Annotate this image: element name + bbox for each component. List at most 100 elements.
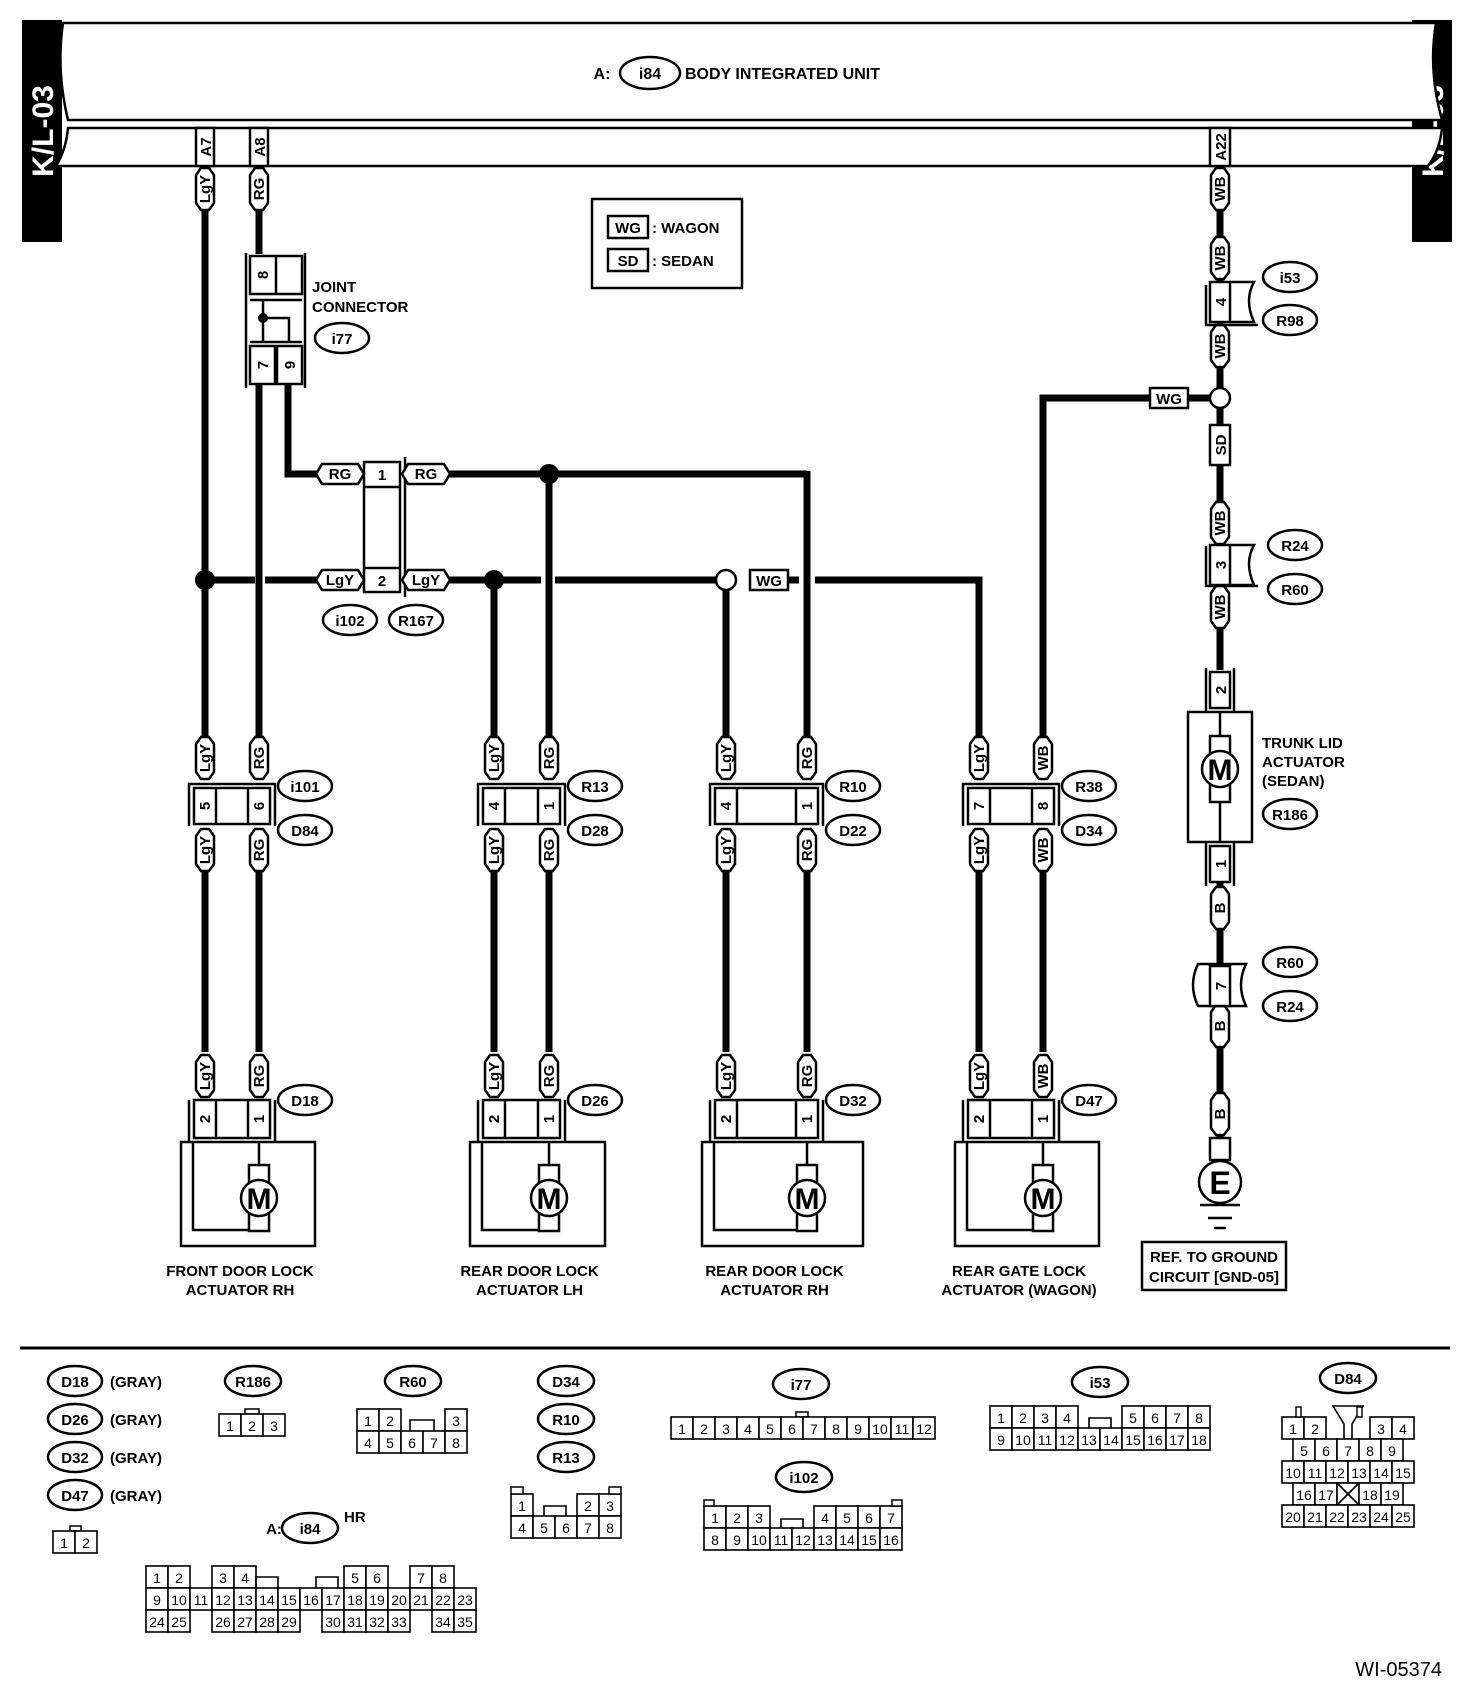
pin-label: 1 — [251, 1115, 268, 1123]
wire-color-label: LgY — [486, 744, 503, 772]
connector-code[interactable]: D18 — [61, 1374, 89, 1391]
connector-code[interactable]: R24 — [1281, 538, 1309, 555]
wire-color-label: WB — [1212, 333, 1229, 358]
connector-code[interactable]: R60 — [1276, 955, 1304, 972]
pin-number: 13 — [1081, 1432, 1097, 1448]
pin-number: 16 — [883, 1532, 899, 1548]
pin-label: 2 — [971, 1115, 988, 1123]
connector-code[interactable]: D18 — [291, 1093, 319, 1110]
connector-code[interactable]: i102 — [335, 613, 364, 630]
ground-e-icon: E — [1209, 1165, 1230, 1201]
sd-tag-label: SD — [1213, 434, 1230, 455]
wire-color-label: RG — [251, 747, 268, 770]
pin-number: 20 — [1285, 1509, 1301, 1525]
pin-number: 12 — [1329, 1465, 1345, 1481]
pin-number: 26 — [215, 1614, 231, 1630]
connector-code[interactable]: R24 — [1276, 999, 1304, 1016]
connector-code[interactable]: D22 — [839, 823, 867, 840]
pin-number: 12 — [1059, 1432, 1075, 1448]
wire-color-tag: LgY — [194, 827, 216, 873]
pin-number: 5 — [386, 1435, 394, 1451]
pin-number: 7 — [1344, 1443, 1352, 1459]
wire-color-label: WB — [1212, 594, 1229, 619]
pin-number: 12 — [215, 1592, 231, 1608]
wire-color-label: WB — [1035, 745, 1052, 770]
wire-color-label: LgY — [197, 836, 214, 864]
pin-number: 6 — [408, 1435, 416, 1451]
wire-color-tag: RG — [400, 462, 452, 486]
connector-code[interactable]: R186 — [235, 1374, 271, 1391]
connector-code[interactable]: D28 — [581, 823, 609, 840]
connector-code[interactable]: D84 — [1334, 1371, 1362, 1388]
connector-code[interactable]: i77 — [791, 1377, 812, 1394]
pin-number: 15 — [861, 1532, 877, 1548]
connector-code[interactable]: D84 — [291, 823, 319, 840]
pin-number: 12 — [916, 1421, 932, 1437]
connector-code[interactable]: R13 — [581, 779, 609, 796]
connector-code[interactable]: R13 — [552, 1450, 580, 1467]
pin-number: 33 — [391, 1614, 407, 1630]
wire-color-label: LgY — [718, 1062, 735, 1090]
joint-label: CONNECTOR — [312, 299, 409, 316]
connector-code[interactable]: D32 — [61, 1450, 89, 1467]
pin-number: 4 — [364, 1435, 372, 1451]
pin-number: 18 — [347, 1592, 363, 1608]
wire-color-tag: WB — [1209, 166, 1231, 212]
motor-icon: M — [247, 1183, 272, 1216]
pin-number: 8 — [452, 1435, 460, 1451]
unit-title: BODY INTEGRATED UNIT — [685, 66, 880, 83]
pin-label: 4 — [1213, 297, 1230, 306]
pin-label: 1 — [799, 802, 816, 810]
wire-color-tag: LgY — [715, 1053, 737, 1099]
side-tab-left[interactable]: K/L-03 — [22, 20, 62, 242]
actuator-label: REAR DOOR LOCK — [460, 1263, 599, 1280]
connector-code[interactable]: R167 — [398, 613, 434, 630]
connector-code[interactable]: R10 — [552, 1412, 580, 1429]
connector-code[interactable]: D47 — [61, 1488, 89, 1505]
connector-code[interactable]: R186 — [1272, 807, 1308, 824]
wire-color-tag: LgY — [483, 735, 505, 781]
wire-color-label: LgY — [718, 836, 735, 864]
connector-code[interactable]: i102 — [789, 1470, 818, 1487]
pin-number: 25 — [1395, 1509, 1411, 1525]
ground-ref-label[interactable]: REF. TO GROUND — [1150, 1249, 1278, 1266]
wire-color-tag: WB — [1209, 584, 1231, 630]
connector-code[interactable]: D32 — [839, 1093, 867, 1110]
pin-number: 6 — [1322, 1443, 1330, 1459]
pin-number: 14 — [839, 1532, 855, 1548]
connector-code[interactable]: D47 — [1075, 1093, 1103, 1110]
connector-code[interactable]: R60 — [399, 1374, 427, 1391]
connector-code[interactable]: D34 — [552, 1374, 580, 1391]
joint-connector: 8 7 9 JOINT CONNECTOR i77 — [244, 253, 409, 388]
joint-connector-code[interactable]: i77 — [332, 331, 353, 348]
pin-number: 25 — [171, 1614, 187, 1630]
connector-code[interactable]: D34 — [1075, 823, 1103, 840]
connector-code[interactable]: D26 — [61, 1412, 89, 1429]
connector-code[interactable]: i101 — [290, 779, 319, 796]
connector-code[interactable]: i53 — [1280, 270, 1301, 287]
pin-number: 15 — [1395, 1465, 1411, 1481]
pin-number: 8 — [711, 1532, 719, 1548]
connector-color: (GRAY) — [110, 1488, 162, 1505]
unit-connector-label[interactable]: i84 — [639, 66, 661, 83]
pin-number: 3 — [1377, 1421, 1385, 1437]
pin-number: 35 — [457, 1614, 473, 1630]
connector-code[interactable]: R10 — [839, 779, 867, 796]
connector-code[interactable]: R38 — [1075, 779, 1103, 796]
unit-prefix: A: — [594, 66, 611, 83]
ground-ref-label[interactable]: CIRCUIT [GND-05] — [1149, 1269, 1279, 1286]
wire-color-label: RG — [541, 1065, 558, 1088]
connector-code[interactable]: i53 — [1090, 1375, 1111, 1392]
connector-code[interactable]: R98 — [1276, 313, 1304, 330]
pin-number: 2 — [1019, 1410, 1027, 1426]
connector-code[interactable]: i84 — [300, 1521, 322, 1538]
pin-label: 3 — [1213, 561, 1230, 569]
connector-code[interactable]: D26 — [581, 1093, 609, 1110]
pin-number: 16 — [303, 1592, 319, 1608]
connector-code[interactable]: R60 — [1281, 582, 1309, 599]
wire-color-label: WB — [1035, 837, 1052, 862]
legend-box: WG : WAGON SD : SEDAN — [590, 197, 744, 290]
